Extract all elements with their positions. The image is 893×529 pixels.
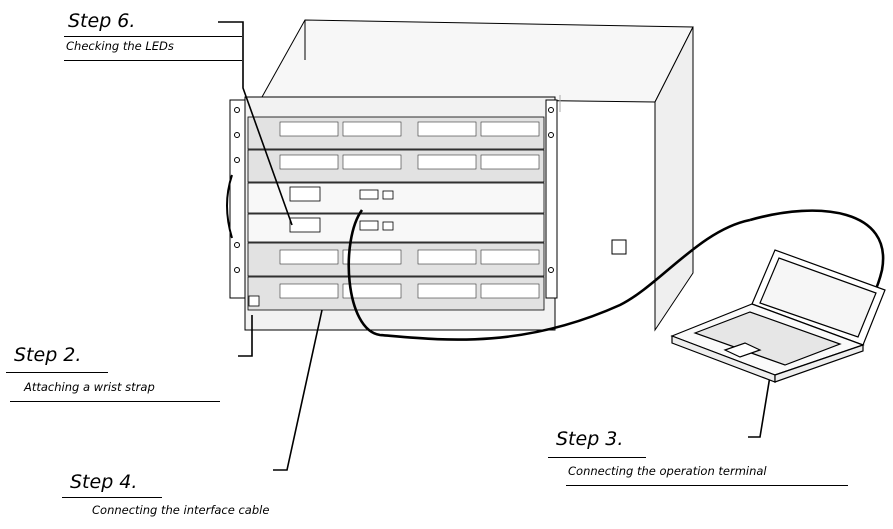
step-2-desc-underline — [10, 401, 220, 402]
interface-cable — [347, 209, 751, 341]
step-3-desc-underline — [566, 485, 848, 486]
control-modules — [248, 186, 394, 307]
rack-mount-ear-left — [226, 99, 246, 299]
step-6-description: Checking the LEDs — [66, 39, 174, 53]
step-2-title: Step 2. — [14, 344, 82, 366]
step-3-title: Step 3. — [556, 428, 624, 450]
step-3-description: Connecting the operation terminal — [568, 464, 767, 478]
step-4-title: Step 4. — [70, 471, 138, 493]
step-6-title: Step 6. — [68, 10, 136, 32]
step-4-description: Connecting the interface cable — [92, 503, 270, 517]
port-blocks — [279, 121, 540, 299]
rack-mount-ear-right — [545, 99, 558, 299]
step-2-underline — [6, 372, 108, 373]
step-2-description: Attaching a wrist strap — [24, 380, 155, 394]
step-3-underline — [548, 457, 646, 458]
leader-lines — [218, 21, 771, 471]
step-6-desc-underline — [64, 60, 242, 61]
step-6-underline — [64, 36, 242, 37]
operation-terminal-laptop — [670, 249, 886, 383]
step-4-underline — [62, 497, 162, 498]
